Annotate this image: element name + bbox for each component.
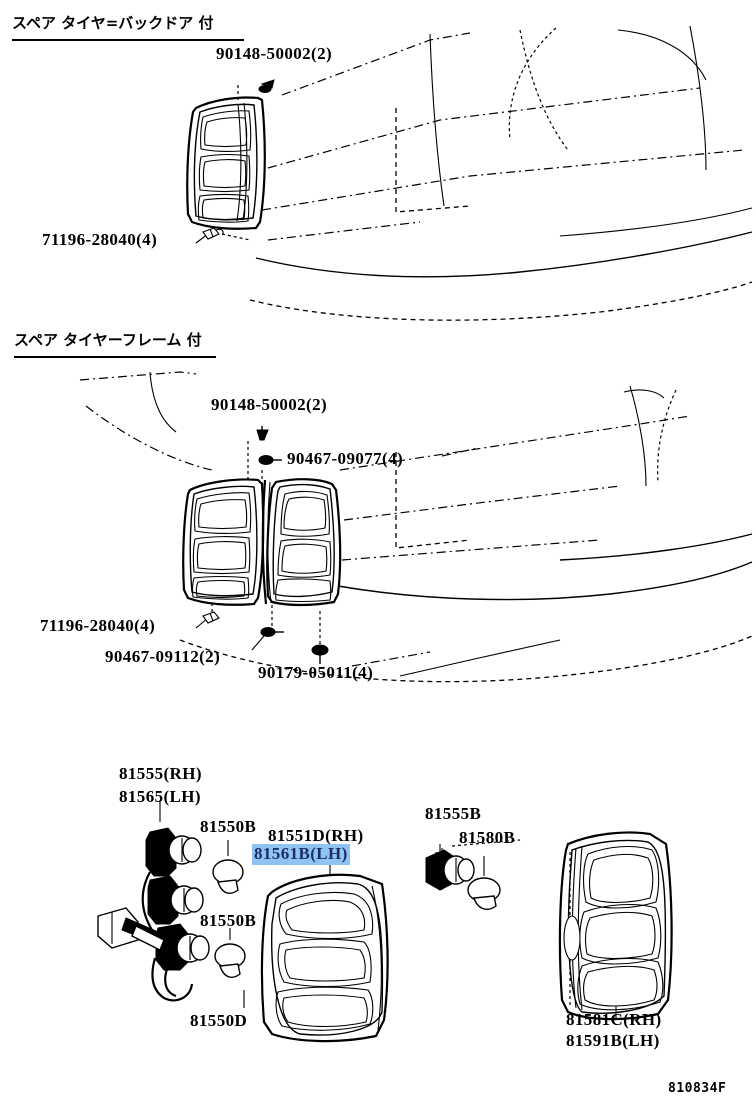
section-heading-middle: スペア タイヤーフレーム 付 [14, 331, 224, 358]
upper-vehicle-illustration [186, 25, 753, 321]
callout-90467-09077: 90467-09077(4) [287, 449, 404, 468]
callout-81580B: 81580B [459, 828, 516, 847]
callout-90148-50002-middle: 90148-50002(2) [211, 395, 328, 414]
page-footer-code: 810834F [668, 1081, 727, 1096]
exploded-tail-lamp-right [558, 831, 673, 1021]
exploded-tail-lamp-center [260, 862, 389, 1043]
middle-vehicle-illustration [79, 371, 753, 683]
bulb-upper-81550B [212, 840, 244, 894]
socket-81555B [425, 839, 521, 891]
callout-90148-50002-upper: 90148-50002(2) [216, 44, 333, 63]
middle-screw-90148 [247, 426, 269, 480]
callout-71196-28040-upper: 71196-28040(4) [42, 230, 158, 249]
callout-81565-lh: 81565(LH) [119, 787, 201, 806]
upper-screw-90148 [237, 79, 275, 100]
upper-tail-lamp [186, 96, 266, 230]
middle-tail-lamp-right [266, 478, 342, 607]
bulb-socket-harness [97, 800, 210, 1002]
callout-81555-rh: 81555(RH) [119, 764, 202, 783]
callout-81550B-lower: 81550B [200, 911, 257, 930]
callout-81591B-lh: 81591B(LH) [566, 1031, 660, 1050]
bulb-81580B [467, 856, 501, 910]
upper-clip-71196 [195, 227, 251, 244]
section-heading-upper-text: スペア タイヤ=バックドア 付 [12, 14, 214, 32]
callout-81555B: 81555B [425, 804, 482, 823]
middle-clip-71196 [195, 600, 220, 629]
section-heading-middle-rule [14, 356, 216, 358]
callout-90179-05011: 90179-05011(4) [258, 663, 374, 682]
callout-81550B-upper: 81550B [200, 817, 257, 836]
callout-81551D-rh: 81551D(RH) [268, 826, 364, 845]
section-heading-upper: スペア タイヤ=バックドア 付 [12, 14, 252, 41]
callout-81550D: 81550D [190, 1011, 248, 1030]
middle-bolt-90467-09112 [251, 604, 284, 651]
section-heading-middle-text: スペア タイヤーフレーム 付 [14, 331, 202, 349]
callout-71196-28040-middle: 71196-28040(4) [40, 616, 156, 635]
callout-81581C-rh: 81581C(RH) [566, 1010, 662, 1029]
callout-81561B-lh-highlighted[interactable]: 81561B(LH) [252, 844, 350, 865]
exploded-assembly-illustration [97, 800, 673, 1043]
section-heading-upper-rule [12, 39, 244, 41]
middle-tail-lamp-left [182, 478, 265, 606]
bulb-middle-81550B [214, 928, 246, 978]
callout-90467-09112: 90467-09112(2) [105, 647, 221, 666]
